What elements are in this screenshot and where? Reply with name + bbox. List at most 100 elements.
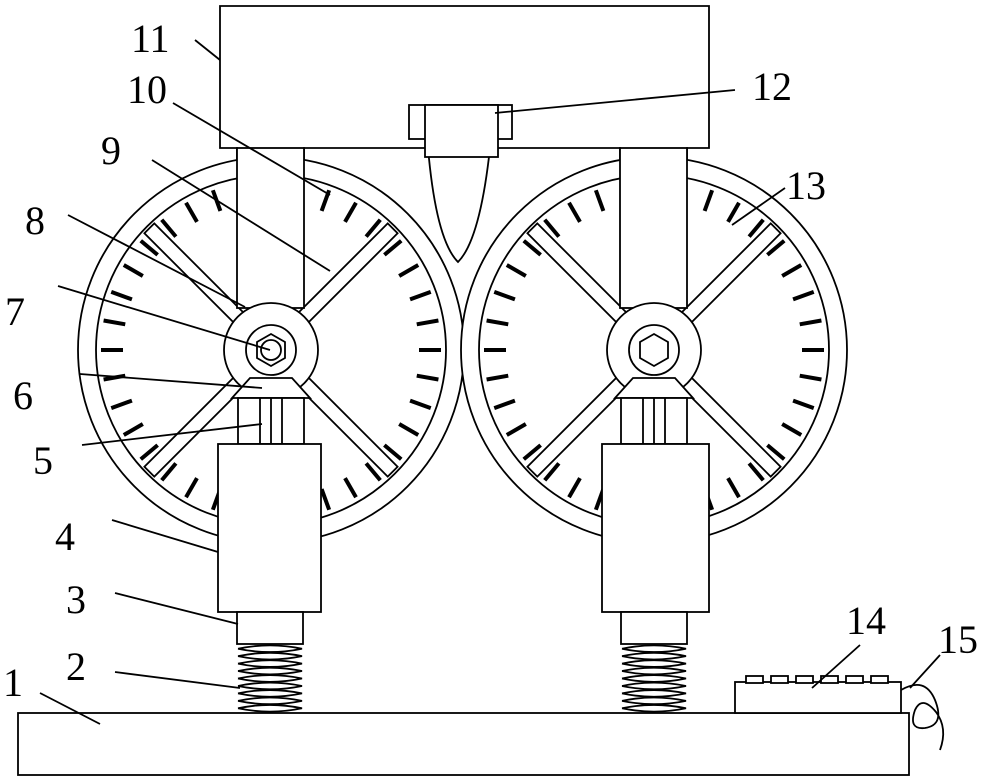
spring-coil — [621, 704, 687, 713]
leader-lines — [39, 39, 941, 725]
scale-tick — [567, 201, 582, 223]
scale-tick — [139, 443, 159, 461]
label-12: 12 — [752, 64, 792, 109]
scale-tick — [364, 462, 382, 482]
label-14: 14 — [846, 598, 886, 643]
scale-tick — [493, 398, 516, 411]
scale-tick — [747, 218, 765, 238]
scale-tick — [781, 422, 803, 437]
scale-tick — [486, 373, 509, 382]
left-wheel — [77, 147, 465, 544]
label-3: 3 — [66, 577, 86, 622]
label-13: 13 — [786, 163, 826, 208]
scale-tick — [766, 239, 786, 257]
label-5: 5 — [33, 438, 53, 483]
scale-tick — [319, 488, 332, 511]
spring-coil — [237, 674, 303, 683]
scale-tick — [792, 398, 815, 411]
scale-tick — [486, 318, 509, 327]
right-spokes — [526, 222, 782, 478]
spring-coil — [621, 651, 687, 661]
left-spokes — [143, 222, 399, 478]
spring-coil — [237, 659, 303, 668]
scale-tick — [792, 289, 815, 302]
scale-tick — [416, 318, 439, 327]
scale-tick — [781, 263, 803, 278]
left-cylinder — [217, 443, 322, 613]
scale-tick — [799, 373, 822, 382]
scale-tick — [103, 318, 126, 327]
scale-tick — [160, 462, 178, 482]
scale-tick — [726, 477, 741, 499]
left-bearing — [245, 324, 297, 376]
scale-tick — [505, 263, 527, 278]
scale-tick — [184, 201, 199, 223]
scale-tick — [543, 462, 561, 482]
scale-tick — [543, 218, 561, 238]
spring-coil — [237, 681, 303, 691]
left-support — [217, 377, 322, 713]
scale-tick — [364, 218, 382, 238]
spring-coil — [621, 689, 687, 698]
spring-coil — [237, 651, 303, 661]
scale-tick — [343, 477, 358, 499]
scale-tick — [110, 289, 133, 302]
right-support — [601, 377, 710, 713]
scale-tick — [383, 443, 403, 461]
right-spring — [621, 644, 687, 713]
label-2: 2 — [66, 644, 86, 689]
scale-tick — [184, 477, 199, 499]
spring-coil — [237, 689, 303, 698]
right-cylinder — [601, 443, 710, 613]
scale-tick — [122, 263, 144, 278]
left-spring — [237, 644, 303, 713]
right-bearing — [628, 324, 680, 376]
spring-coil — [621, 681, 687, 691]
spring-coil — [237, 644, 303, 653]
scale-tick — [522, 239, 542, 257]
scale-tick — [139, 239, 159, 257]
scale-tick — [726, 201, 741, 223]
label-8: 8 — [25, 198, 45, 243]
right-spring-seat — [620, 611, 688, 645]
scale-tick — [505, 422, 527, 437]
scale-tick — [398, 422, 420, 437]
label-1: 1 — [3, 660, 23, 705]
spring-coil — [621, 666, 687, 676]
sensor-block — [408, 104, 513, 158]
spring-coil — [621, 696, 687, 706]
label-9: 9 — [101, 128, 121, 173]
scale-tick — [702, 189, 715, 212]
scale-tick — [747, 462, 765, 482]
label-15: 15 — [938, 617, 978, 662]
scale-tick — [122, 422, 144, 437]
spring-coil — [621, 674, 687, 683]
label-7: 7 — [5, 289, 25, 334]
left-clamp — [229, 377, 313, 399]
label-4: 4 — [55, 514, 75, 559]
scale-tick — [343, 201, 358, 223]
scale-tick — [398, 263, 420, 278]
scale-tick — [593, 189, 606, 212]
scale-tick — [409, 289, 432, 302]
spring-coil — [621, 644, 687, 653]
spring-coil — [237, 704, 303, 713]
scale-tick — [766, 443, 786, 461]
scale-tick — [110, 398, 133, 411]
label-6: 6 — [13, 373, 33, 418]
control-box — [734, 675, 902, 714]
spring-coil — [621, 659, 687, 668]
label-11: 11 — [131, 16, 170, 61]
spring-coil — [237, 696, 303, 706]
scale-tick — [160, 218, 178, 238]
scale-tick — [493, 289, 516, 302]
scale-tick — [409, 398, 432, 411]
base-plate — [17, 712, 910, 776]
left-spring-seat — [236, 611, 304, 645]
scale-tick — [383, 239, 403, 257]
scale-tick — [416, 373, 439, 382]
scale-tick — [799, 318, 822, 327]
power-cable — [900, 683, 945, 751]
